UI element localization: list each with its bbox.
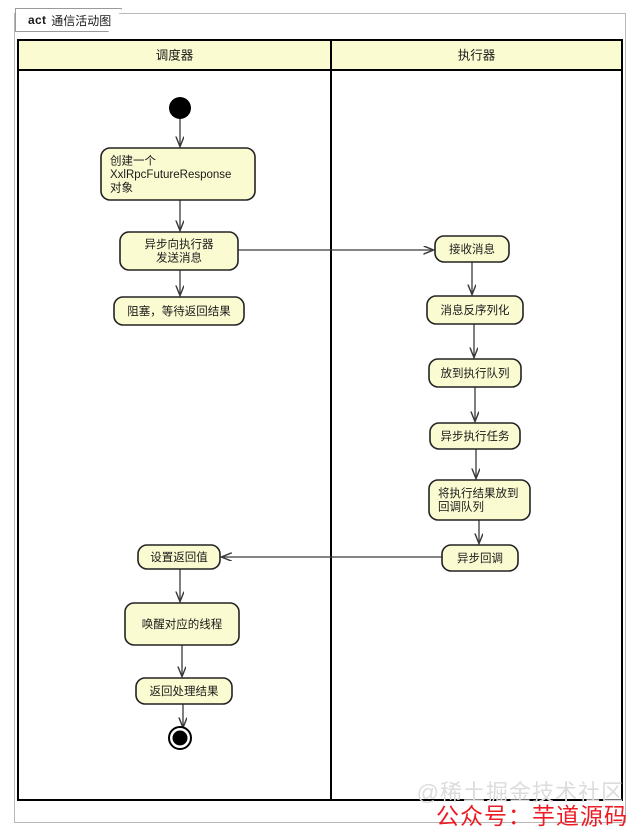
action-wake-thread-box[interactable] xyxy=(124,602,240,646)
lane-executor-header xyxy=(330,39,623,71)
action-wake-thread-label-line-0: 唤醒对应的线程 xyxy=(142,617,223,631)
start-node-circle xyxy=(169,97,191,119)
lane-executor-body xyxy=(330,69,623,801)
action-put-into-exec-queue-box[interactable] xyxy=(428,358,522,388)
action-set-return-value-label-line-0: 设置返回值 xyxy=(150,551,208,564)
action-put-result-into-callback-queue-label-line-0: 将执行结果放到 xyxy=(438,486,519,500)
action-send-message-async-box[interactable] xyxy=(119,231,239,271)
action-send-message-async-label-line-0: 异步向执行器 xyxy=(145,237,214,251)
action-deserialize-message-label-line-0: 消息反序列化 xyxy=(441,303,510,317)
action-deserialize-message[interactable]: 消息反序列化 xyxy=(426,295,524,325)
action-execute-task-async-label-line-0: 异步执行任务 xyxy=(441,429,510,443)
action-wake-thread[interactable]: 唤醒对应的线程 xyxy=(124,602,240,646)
action-set-return-value-box[interactable] xyxy=(137,544,221,570)
action-execute-task-async-box[interactable] xyxy=(429,422,521,450)
action-send-message-async-label-line-1: 发送消息 xyxy=(156,251,202,265)
end-node[interactable] xyxy=(168,726,192,750)
action-deserialize-message-box[interactable] xyxy=(426,295,524,325)
action-async-callback-label-line-0: 异步回调 xyxy=(457,552,503,565)
action-set-return-value[interactable]: 设置返回值 xyxy=(137,544,221,570)
action-put-result-into-callback-queue-label-line-1: 回调队列 xyxy=(438,500,484,514)
action-receive-message[interactable]: 接收消息 xyxy=(434,235,510,263)
action-async-callback-box[interactable] xyxy=(441,544,519,572)
action-block-wait-result[interactable]: 阻塞，等待返回结果 xyxy=(113,296,245,326)
action-async-callback[interactable]: 异步回调 xyxy=(441,544,519,572)
action-create-xxlrpcfutureresponse-label-line-0: 创建一个 xyxy=(110,153,156,167)
action-put-into-exec-queue-label-line-0: 放到执行队列 xyxy=(441,366,510,380)
action-return-process-result[interactable]: 返回处理结果 xyxy=(135,677,233,705)
start-node[interactable] xyxy=(169,97,191,119)
edges-layer xyxy=(180,119,479,727)
nodes-layer: 创建一个 XxlRpcFutureResponse对象异步向执行器发送消息阻塞，等… xyxy=(100,97,531,750)
frame-title: 通信活动图 xyxy=(51,13,112,28)
swimlanes-layer: 调度器 执行器 xyxy=(17,39,623,801)
action-return-process-result-box[interactable] xyxy=(135,677,233,705)
action-receive-message-box[interactable] xyxy=(434,235,510,263)
action-execute-task-async[interactable]: 异步执行任务 xyxy=(429,422,521,450)
lane-scheduler: 调度器 xyxy=(17,39,332,801)
action-block-wait-result-label-line-0: 阻塞，等待返回结果 xyxy=(127,304,231,318)
frame-label-tab: act 通信活动图 xyxy=(15,8,122,32)
lane-executor: 执行器 xyxy=(330,39,623,801)
action-receive-message-label-line-0: 接收消息 xyxy=(449,242,495,256)
lane-scheduler-label: 调度器 xyxy=(156,48,194,63)
action-create-xxlrpcfutureresponse-label-line-2: 对象 xyxy=(110,180,133,194)
action-put-result-into-callback-queue-box[interactable] xyxy=(428,479,531,521)
action-create-xxlrpcfutureresponse-box[interactable] xyxy=(100,147,256,201)
end-node-core xyxy=(172,730,188,746)
action-block-wait-result-box[interactable] xyxy=(113,296,245,326)
frame-keyword: act xyxy=(28,13,47,27)
action-put-into-exec-queue[interactable]: 放到执行队列 xyxy=(428,358,522,388)
action-create-xxlrpcfutureresponse-label-line-1: XxlRpcFutureResponse xyxy=(110,169,231,181)
lane-executor-label: 执行器 xyxy=(458,49,496,63)
action-return-process-result-label-line-0: 返回处理结果 xyxy=(150,685,219,698)
